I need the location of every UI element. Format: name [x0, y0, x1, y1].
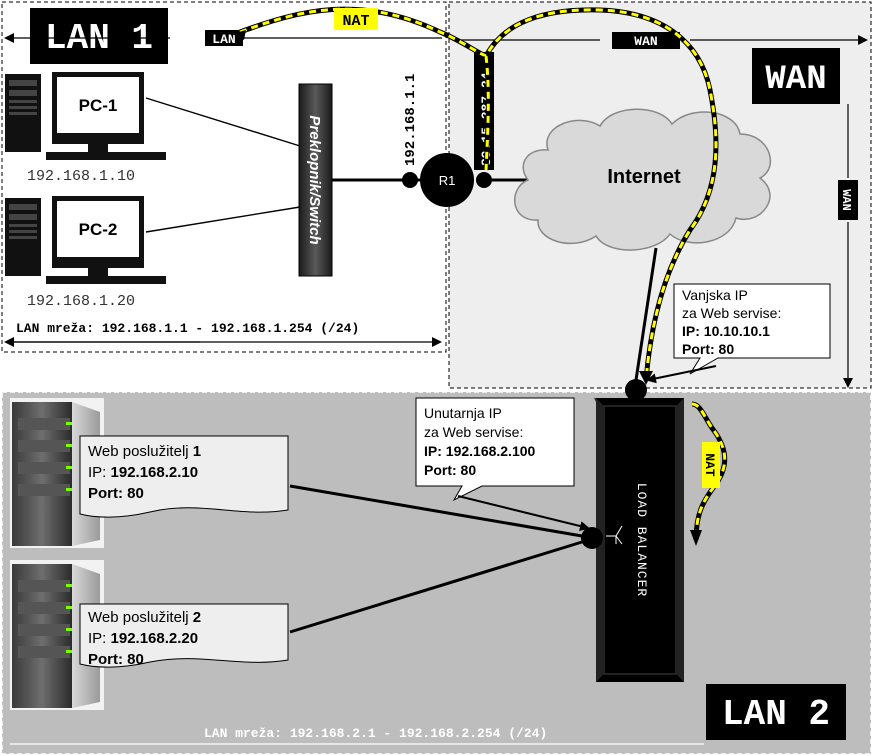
lan2-title: LAN 2	[722, 694, 830, 735]
router: R1 192.168.1.1 89.15.287.24	[402, 52, 494, 207]
server-rack-icon	[10, 560, 104, 710]
svg-text:IP: 192.168.2.20: IP: 192.168.2.20	[88, 630, 198, 647]
callout-port: Port: 80	[682, 341, 734, 357]
callout-pointer	[457, 495, 590, 531]
link-internet-loadbalancer	[634, 247, 658, 381]
callout-line: Unutarnja IP	[424, 405, 502, 421]
lan2-title-block: LAN 2	[706, 684, 846, 740]
external-ip-callout: Vanjska IP za Web servise: IP: 10.10.10.…	[673, 283, 831, 375]
router-wan-port	[476, 172, 492, 188]
cloud-icon	[514, 108, 771, 251]
callout-ip-value: 10.10.10.1	[704, 323, 770, 339]
callout-line: Vanjska IP	[682, 287, 748, 303]
monitor-icon	[46, 196, 166, 284]
server-port: Port: 80	[88, 651, 144, 668]
nat-label-top: NAT	[342, 13, 369, 30]
server-port: Port: 80	[88, 485, 144, 502]
router-name: R1	[439, 173, 456, 188]
monitor-icon	[46, 72, 166, 160]
callout-ip-key: IP:	[682, 323, 700, 339]
svg-text:Web poslužitelj 1: Web poslužitelj 1	[88, 443, 201, 460]
server-label-card	[79, 435, 289, 518]
server-1: Web poslužitelj 1 IP: 192.168.2.10 Port:…	[10, 398, 289, 548]
load-balancer: LOAD BALANCER	[594, 398, 684, 682]
svg-text:Web poslužitelj 2: Web poslužitelj 2	[88, 609, 201, 626]
svg-text:IP: 10.10.10.1: IP: 10.10.10.1	[682, 323, 770, 339]
server-index: 2	[193, 609, 201, 626]
pc-ip: 192.168.1.10	[27, 168, 135, 185]
server-index: 1	[193, 443, 201, 460]
wan-title: WAN	[765, 61, 826, 99]
router-lan-ip: 192.168.1.1	[403, 74, 419, 166]
server-ip-value: 192.168.2.10	[111, 464, 199, 481]
callout-port: Port: 80	[424, 462, 476, 478]
server-ip-key: IP:	[88, 630, 106, 647]
router-lan-port	[402, 172, 418, 188]
internet-label: Internet	[607, 166, 681, 188]
link-server1-loadbalancer	[289, 484, 583, 538]
callout-line: za Web servise:	[682, 305, 781, 321]
server-2: Web poslužitelj 2 IP: 192.168.2.20 Port:…	[10, 560, 289, 710]
svg-text:IP: 192.168.2.10: IP: 192.168.2.10	[88, 464, 198, 481]
switch-label: Preklopnik/Switch	[306, 115, 323, 244]
server-ip-key: IP:	[88, 464, 106, 481]
link-server2-loadbalancer	[289, 540, 583, 634]
nat-path	[239, 6, 719, 381]
nat-label-side: NAT	[702, 453, 717, 477]
load-balancer-label: LOAD BALANCER	[634, 483, 649, 597]
internet-cloud: Internet	[514, 108, 771, 251]
lan1-dim-label: LAN	[212, 32, 235, 47]
callout-line: za Web servise:	[424, 424, 523, 440]
wan-side-dim-label: WAN	[839, 189, 853, 211]
callout-ip: IP: 192.168.2.100	[424, 443, 536, 459]
pc-ip: 192.168.1.20	[27, 293, 135, 310]
wan-title-block: WAN	[752, 48, 840, 104]
lan1-range-label: LAN mreža: 192.168.1.1 - 192.168.1.254 (…	[16, 321, 359, 336]
wan-top-dim-label: WAN	[634, 34, 657, 49]
pc-name: PC-2	[79, 220, 118, 239]
server-label-card	[79, 603, 289, 668]
link-pc1-switch	[145, 97, 301, 147]
link-pc2-switch	[145, 206, 301, 233]
nat-side-path	[691, 401, 728, 541]
load-balancer-wan-port	[625, 379, 647, 401]
server-title: Web poslužitelj	[88, 609, 189, 626]
server-ip-value: 192.168.2.20	[111, 630, 199, 647]
switch: Preklopnik/Switch	[298, 83, 333, 277]
callout-pointer	[646, 365, 717, 384]
internal-ip-callout: Unutarnja IP za Web servise: IP: 192.168…	[415, 397, 575, 502]
fork-icon	[606, 525, 623, 545]
load-balancer-lan-port	[581, 527, 603, 549]
pc-tower-icon	[5, 198, 41, 276]
lan1-title-block: LAN 1	[30, 8, 168, 64]
pc-2: PC-2 192.168.1.20	[5, 196, 166, 310]
lan2-range-label: LAN mreža: 192.168.2.1 - 192.168.2.254 (…	[204, 726, 547, 741]
pc-1: PC-1 192.168.1.10	[5, 72, 166, 185]
pc-name: PC-1	[79, 96, 118, 115]
pc-tower-icon	[5, 74, 41, 152]
server-title: Web poslužitelj	[88, 443, 189, 460]
